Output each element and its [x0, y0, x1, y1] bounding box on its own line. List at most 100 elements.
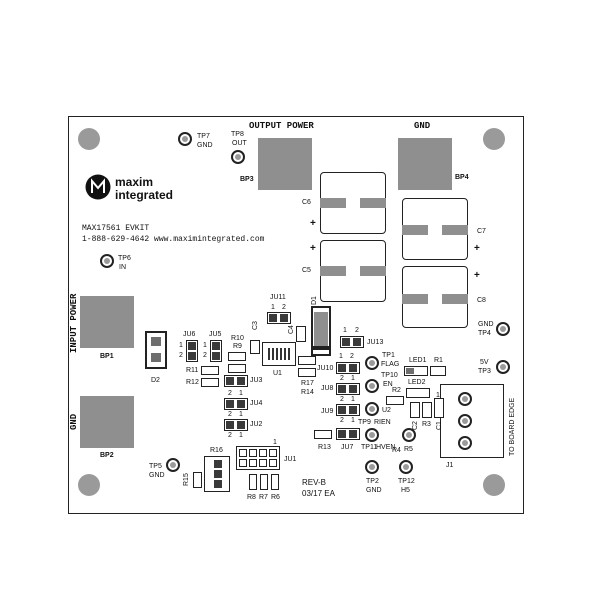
ju4-label: JU4 [250, 400, 263, 407]
ju1-pin-1 [239, 449, 247, 457]
tp6-label: TP6 [118, 255, 131, 262]
r11-resistor [201, 366, 219, 375]
d2-label: D2 [151, 377, 160, 384]
r7-label: R7 [259, 494, 268, 501]
c8-label: C8 [477, 297, 486, 304]
tp7-testpoint[interactable] [178, 132, 192, 146]
tp12-label: TP12 [398, 478, 415, 485]
c8-pad-right [442, 294, 468, 304]
tp1-testpoint[interactable] [365, 356, 379, 370]
ju11-pin1 [269, 314, 277, 322]
tp8-label: TP8 [231, 131, 244, 138]
u1-label: U1 [273, 370, 282, 377]
c2-capacitor [410, 402, 420, 418]
ju3-pin2 [237, 377, 245, 385]
ju4-pinA [226, 400, 234, 408]
ju10-pin2-num: 2 [350, 353, 354, 360]
ju6-pin1-num: 1 [179, 342, 183, 349]
ju11-label: JU11 [270, 294, 286, 301]
input-power-label: INPUT POWER [69, 293, 79, 353]
tp3-signal: 5V [480, 359, 489, 366]
tp3-testpoint[interactable] [496, 360, 510, 374]
tp12-testpoint[interactable] [399, 460, 413, 474]
r2-label: R2 [392, 387, 401, 394]
r12-label: R12 [186, 379, 199, 386]
ju4-pinB [237, 400, 245, 408]
ju9-label: JU9 [321, 408, 334, 415]
ju2-pinB [237, 421, 245, 429]
u2-label: U2 [382, 407, 391, 414]
r14-resistor [298, 368, 316, 377]
tp6-signal: IN [119, 264, 126, 271]
revision-label: REV-B [302, 478, 327, 487]
tp6-testpoint[interactable] [100, 254, 114, 268]
logo-text-maxim: maxim [115, 175, 154, 189]
ju10-label: JU10 [317, 365, 334, 372]
j1-pin-c [458, 436, 472, 450]
j1-pin-a [458, 392, 472, 406]
c5-label: C5 [302, 267, 311, 274]
ju11-pin1-num: 1 [271, 304, 275, 311]
ju5-pin2 [212, 352, 220, 360]
ju8-pin1 [338, 385, 346, 393]
kit-contact-info: 1-888-629-4642 www.maximintegrated.com [82, 235, 265, 244]
c7-pad-left [402, 225, 428, 235]
ju1-pin-3 [259, 449, 267, 457]
ju9-pin2 [349, 406, 357, 414]
ju3-pin1 [226, 377, 234, 385]
d2-pad-bottom [151, 353, 161, 362]
ju10-pin2 [349, 364, 357, 372]
tp8-testpoint[interactable] [231, 150, 245, 164]
tp10-label: TP10 [381, 372, 398, 379]
ju2-pinA [226, 421, 234, 429]
c4-capacitor [296, 326, 306, 342]
ju11-pin2-num: 2 [282, 304, 286, 311]
r3-label: R3 [422, 421, 431, 428]
r17-resistor [298, 356, 316, 365]
c3-label: C3 [252, 321, 259, 330]
c1-capacitor [434, 398, 444, 418]
tp2-testpoint[interactable] [365, 460, 379, 474]
j1-connector[interactable] [440, 384, 504, 458]
tp7-signal: GND [197, 142, 213, 149]
ju13-pin2-num: 2 [355, 327, 359, 334]
u2-testpoint[interactable] [365, 402, 379, 416]
ju5-pin2-num: 2 [203, 352, 207, 359]
c1-pin-num: 1 [436, 392, 440, 399]
r6-resistor [271, 474, 279, 490]
ju1-pin-7 [259, 459, 267, 467]
tp9-testpoint[interactable] [365, 428, 379, 442]
r12-resistor [201, 378, 219, 387]
ju4-pin1-num: 1 [239, 390, 243, 397]
bp4-pad [398, 138, 452, 190]
ju3-label: JU3 [250, 377, 263, 384]
tp11-testpoint[interactable] [402, 428, 416, 442]
r16-label: R16 [210, 447, 223, 454]
ju4-pin2-num: 2 [228, 390, 232, 397]
tp4-testpoint[interactable] [496, 322, 510, 336]
ju2-pin1-num-lower: 1 [239, 432, 243, 439]
c5-pad-left [320, 266, 346, 276]
ju13-label: JU13 [367, 339, 384, 346]
tp5-testpoint[interactable] [166, 458, 180, 472]
ju8-label: JU8 [321, 385, 334, 392]
tp3-label: TP3 [478, 368, 491, 375]
r13-resistor [314, 430, 332, 439]
ju9-pin2-num: 2 [340, 396, 344, 403]
r14-label: R14 [301, 389, 314, 396]
ju8-pin1-num: 1 [351, 375, 355, 382]
tp10-testpoint[interactable] [365, 379, 379, 393]
gnd-left-label: GND [69, 413, 79, 430]
tp11-label: TP11 [361, 444, 378, 451]
bp1-label: BP1 [100, 353, 114, 360]
to-board-edge-label: TO BOARD EDGE [509, 397, 516, 456]
ju13-pin1 [342, 338, 350, 346]
bp1-pad [80, 296, 134, 348]
r15-label: R15 [183, 473, 190, 486]
r8-label: R8 [247, 494, 256, 501]
tp2-label: TP2 [366, 478, 379, 485]
r16-pin-c [214, 480, 222, 488]
ju5-pin1-num: 1 [203, 342, 207, 349]
bp2-label: BP2 [100, 452, 114, 459]
ju1-pin-6 [249, 459, 257, 467]
